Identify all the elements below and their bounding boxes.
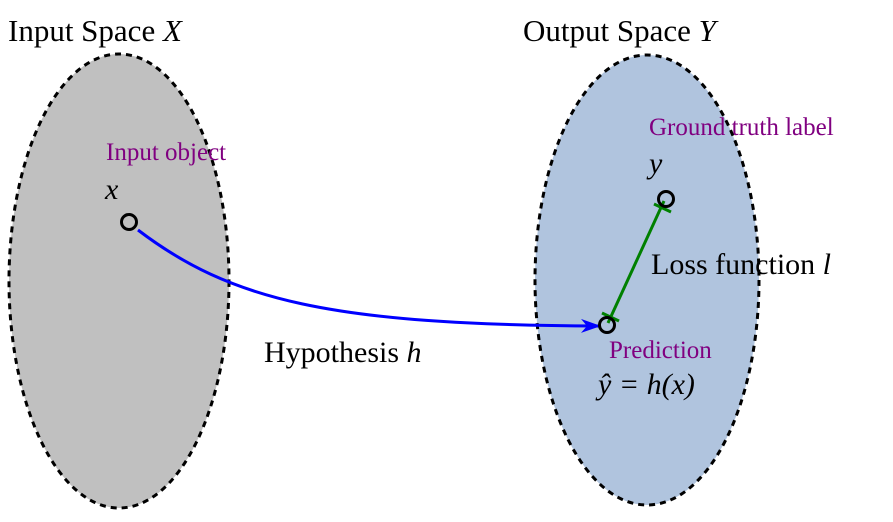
hypothesis-arrow xyxy=(137,228,601,333)
loss-function-label: Loss function l xyxy=(651,248,831,281)
loss-line xyxy=(606,200,666,324)
input-object-point xyxy=(120,213,138,231)
input-object-label: Input object xyxy=(106,139,226,166)
input-space-ellipse xyxy=(7,52,231,510)
prediction-label: Prediction xyxy=(609,337,712,364)
output-space-title: Output Space Y xyxy=(523,13,719,48)
prediction-formula: ŷ = h(x) xyxy=(595,368,695,401)
input-space-title: Input Space X xyxy=(8,13,183,48)
ground-truth-point xyxy=(657,190,675,208)
loss-line-cap-top xyxy=(653,202,672,214)
hypothesis-label: Hypothesis h xyxy=(264,336,422,369)
input-object-var: x xyxy=(104,173,119,206)
prediction-point xyxy=(598,316,616,334)
output-space-ellipse xyxy=(533,53,761,507)
ground-truth-label: Ground truth label xyxy=(649,114,834,141)
ground-truth-var: y xyxy=(646,147,663,180)
